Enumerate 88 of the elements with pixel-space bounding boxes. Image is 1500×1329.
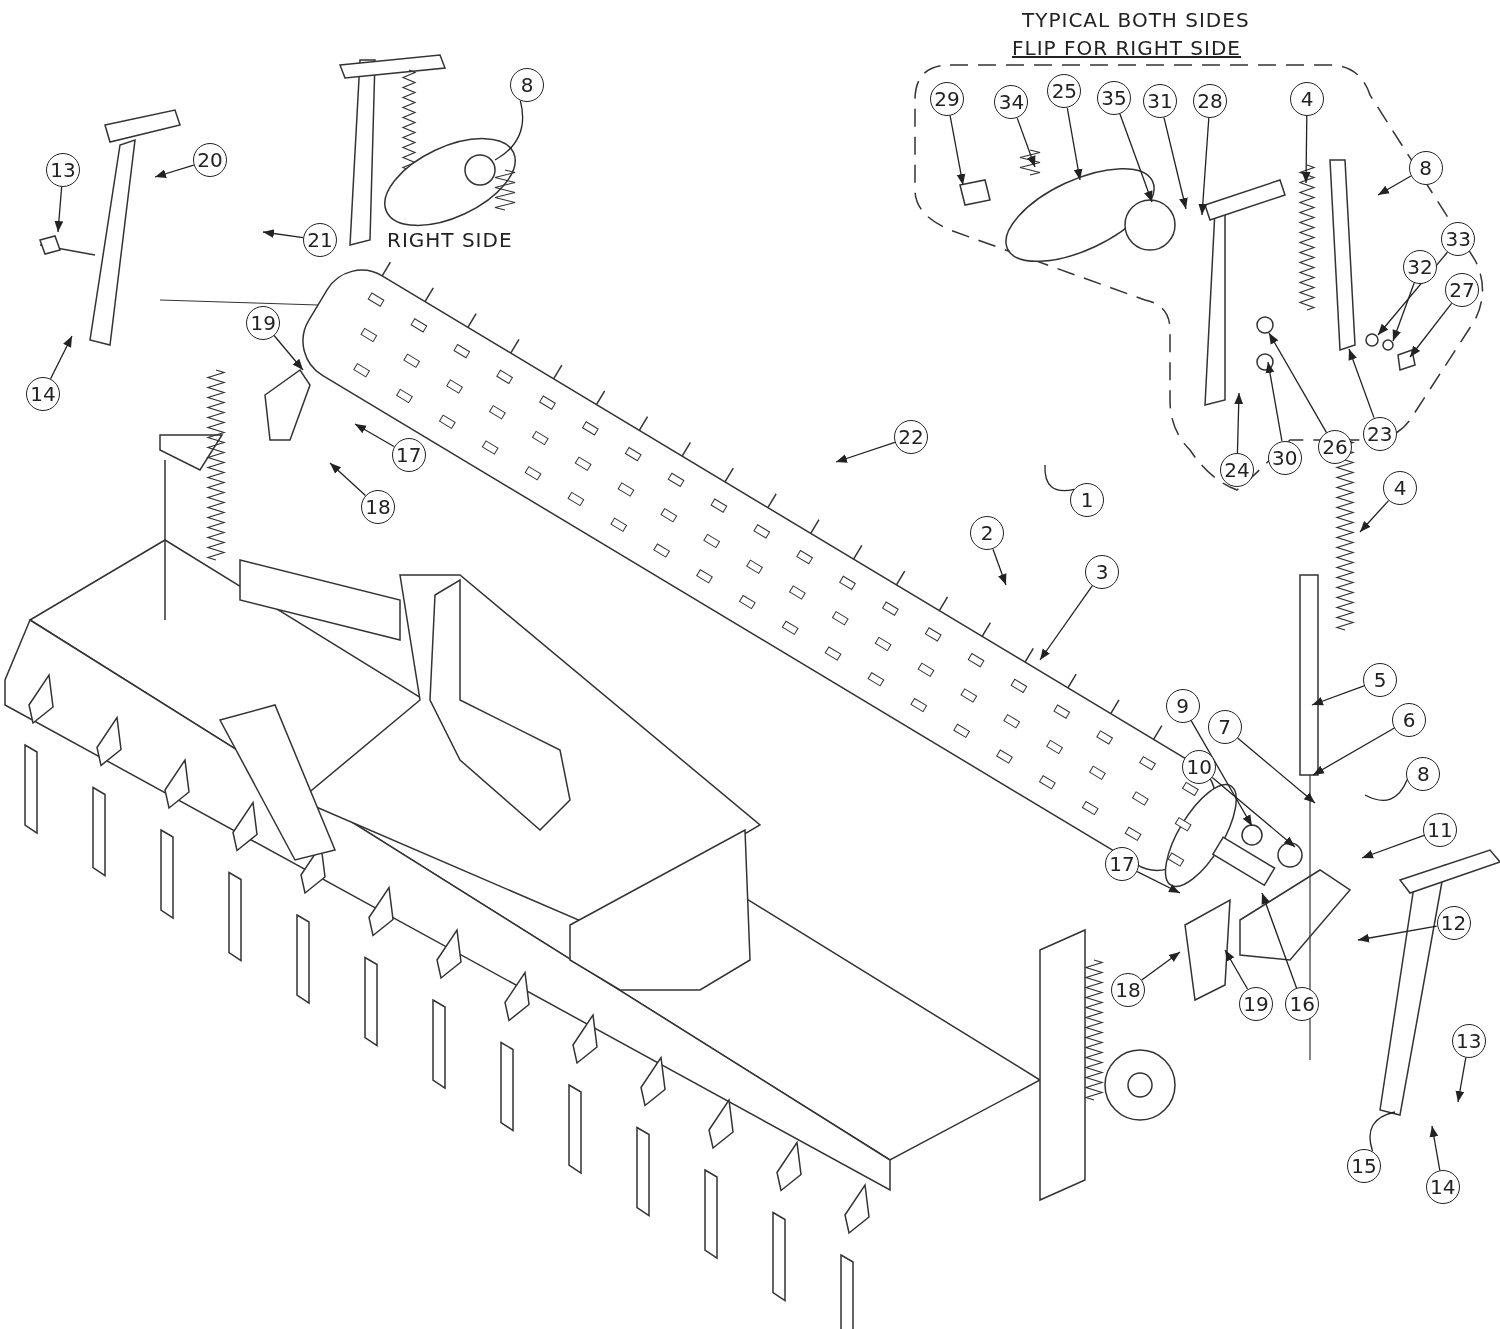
callout-number: 35 [1097, 80, 1132, 115]
leader-line [1455, 1057, 1467, 1103]
leader-line [1357, 925, 1438, 943]
callout-number: 12 [1436, 906, 1471, 941]
callout-number: 14 [1425, 1170, 1460, 1205]
callout-number: 3 [1085, 555, 1119, 589]
leader-line [1044, 464, 1075, 492]
leader-line [354, 423, 395, 448]
leader-line [1234, 392, 1244, 454]
leader-line [1312, 727, 1396, 776]
callout-number: 22 [894, 420, 928, 454]
leader-line [949, 115, 966, 186]
leader-line [1348, 348, 1375, 419]
callout-number: 19 [1239, 986, 1273, 1021]
leader-line [154, 164, 195, 178]
callout-number: 26 [1318, 430, 1352, 465]
callout-number: 33 [1441, 222, 1476, 257]
callout-number: 8 [510, 68, 544, 102]
leader-line [262, 229, 304, 239]
callout-number: 19 [246, 305, 281, 340]
callout-number: 11 [1423, 812, 1457, 847]
callout-number: 6 [1392, 702, 1427, 737]
callout-number: 4 [1383, 471, 1417, 505]
leader-line [835, 441, 896, 463]
callout-number: 2 [970, 516, 1005, 551]
leader-line [1301, 115, 1311, 184]
callout-number: 17 [1105, 847, 1139, 881]
leader-line [1409, 302, 1453, 358]
leader-line [1265, 361, 1283, 442]
callout-number: 15 [1347, 1148, 1381, 1183]
callout-number: 8 [1408, 150, 1443, 185]
callout-number: 4 [1290, 82, 1324, 116]
callout-number: 20 [193, 143, 227, 177]
callout-number: 25 [1047, 74, 1082, 109]
leader-line [1237, 737, 1316, 804]
callout-number: 18 [361, 490, 395, 524]
callout-number: 16 [1285, 986, 1320, 1021]
leader-line [1190, 719, 1253, 827]
callout-number: 28 [1193, 84, 1227, 118]
callout-number: 27 [1445, 273, 1479, 307]
callout-number: 10 [1182, 749, 1217, 784]
leader-line [49, 335, 73, 380]
callout-number: 5 [1363, 663, 1397, 697]
leader-line [1039, 585, 1093, 661]
callout-number: 1 [1070, 483, 1105, 518]
leader-line [1141, 951, 1181, 981]
callout-number: 32 [1403, 250, 1437, 284]
leader-line [992, 548, 1007, 586]
leader-line [1364, 778, 1408, 801]
callout-number: 8 [1406, 756, 1441, 791]
callout-number: 7 [1207, 710, 1242, 745]
leader-line [54, 186, 64, 233]
callout-number: 9 [1165, 688, 1200, 723]
leader-line [1429, 1125, 1441, 1171]
leader-line [329, 462, 367, 497]
view-label: RIGHT SIDE [387, 228, 513, 252]
leader-line [1163, 116, 1188, 210]
leader-line [1016, 117, 1036, 168]
callout-number: 17 [391, 438, 426, 472]
callout-number: 30 [1267, 440, 1302, 475]
leader-line [1361, 834, 1425, 859]
callout-number: 24 [1220, 453, 1254, 487]
callout-number: 29 [930, 82, 964, 116]
leader-line [1136, 870, 1181, 894]
callout-number: 34 [994, 85, 1029, 120]
leader-line [1268, 332, 1328, 434]
note-text: TYPICAL BOTH SIDES [1022, 8, 1250, 32]
callout-number: 13 [1451, 1023, 1486, 1058]
leader-line [1311, 685, 1365, 706]
note-text: FLIP FOR RIGHT SIDE [1012, 36, 1241, 60]
leader-line [1211, 776, 1296, 848]
callout-number: 21 [303, 223, 337, 257]
callout-number: 13 [46, 153, 80, 187]
leader-line [1359, 499, 1390, 533]
leader-line [1369, 1111, 1396, 1152]
leader-line [494, 100, 524, 161]
callout-number: 31 [1143, 84, 1177, 118]
callout-number: 14 [26, 377, 60, 411]
leader-line [1198, 117, 1210, 216]
leader-line [1224, 949, 1249, 990]
leader-line [1066, 107, 1083, 181]
callout-number: 18 [1111, 973, 1145, 1007]
leader-line [1261, 892, 1298, 989]
leader-line [1377, 175, 1412, 196]
leader-line [1392, 282, 1415, 342]
callout-number: 23 [1362, 416, 1397, 451]
leader-line [273, 334, 304, 371]
leader-line [1119, 113, 1153, 203]
